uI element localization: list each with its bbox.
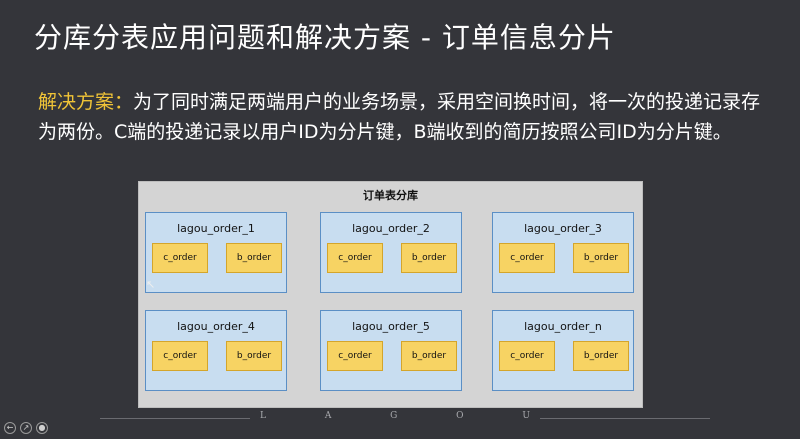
footer-letter: O (456, 411, 464, 421)
table-box: b_order (226, 243, 282, 273)
solution-description: 解决方案：为了同时满足两端用户的业务场景，采用空间换时间，将一次的投递记录存为两… (38, 87, 768, 147)
table-box: b_order (573, 243, 629, 273)
footer-letter: A (324, 411, 332, 421)
table-box: b_order (401, 243, 457, 273)
presentation-controls: ← ↗ ● (4, 422, 48, 434)
table-box: b_order (573, 341, 629, 371)
sharding-diagram: 订单表分库 lagou_order_1 c_order b_order lago… (138, 181, 643, 408)
database-name: lagou_order_3 (524, 222, 602, 235)
database-name: lagou_order_2 (352, 222, 430, 235)
table-box: c_order (152, 341, 208, 371)
diagram-title: 订单表分库 (363, 189, 418, 202)
slide-title: 分库分表应用问题和解决方案 - 订单信息分片 (34, 21, 616, 54)
solution-text: 为了同时满足两端用户的业务场景，采用空间换时间，将一次的投递记录存为两份。C端的… (38, 91, 761, 143)
database-box: lagou_order_2 c_order b_order (320, 212, 462, 293)
table-box: c_order (499, 341, 555, 371)
database-box: lagou_order_1 c_order b_order (145, 212, 287, 293)
table-box: c_order (327, 341, 383, 371)
mouse-cursor-icon: ↖ (146, 278, 156, 291)
footer-divider-right (540, 418, 710, 419)
table-box: b_order (401, 341, 457, 371)
footer-letter: G (390, 411, 398, 421)
table-box: c_order (499, 243, 555, 273)
database-name: lagou_order_n (524, 320, 602, 333)
database-box: lagou_order_5 c_order b_order (320, 310, 462, 391)
record-icon[interactable]: ● (36, 422, 48, 434)
database-box: lagou_order_3 c_order b_order (492, 212, 634, 293)
database-name: lagou_order_4 (177, 320, 255, 333)
table-box: b_order (226, 341, 282, 371)
footer-brand: L A G O U (260, 411, 530, 421)
database-box: lagou_order_n c_order b_order (492, 310, 634, 391)
table-box: c_order (152, 243, 208, 273)
table-box: c_order (327, 243, 383, 273)
database-name: lagou_order_1 (177, 222, 255, 235)
database-name: lagou_order_5 (352, 320, 430, 333)
solution-label: 解决方案： (38, 91, 134, 113)
pointer-icon[interactable]: ↗ (20, 422, 32, 434)
database-box: lagou_order_4 c_order b_order (145, 310, 287, 391)
footer-letter: U (522, 411, 530, 421)
back-icon[interactable]: ← (4, 422, 16, 434)
footer-divider-left (100, 418, 250, 419)
footer-letter: L (260, 411, 266, 421)
